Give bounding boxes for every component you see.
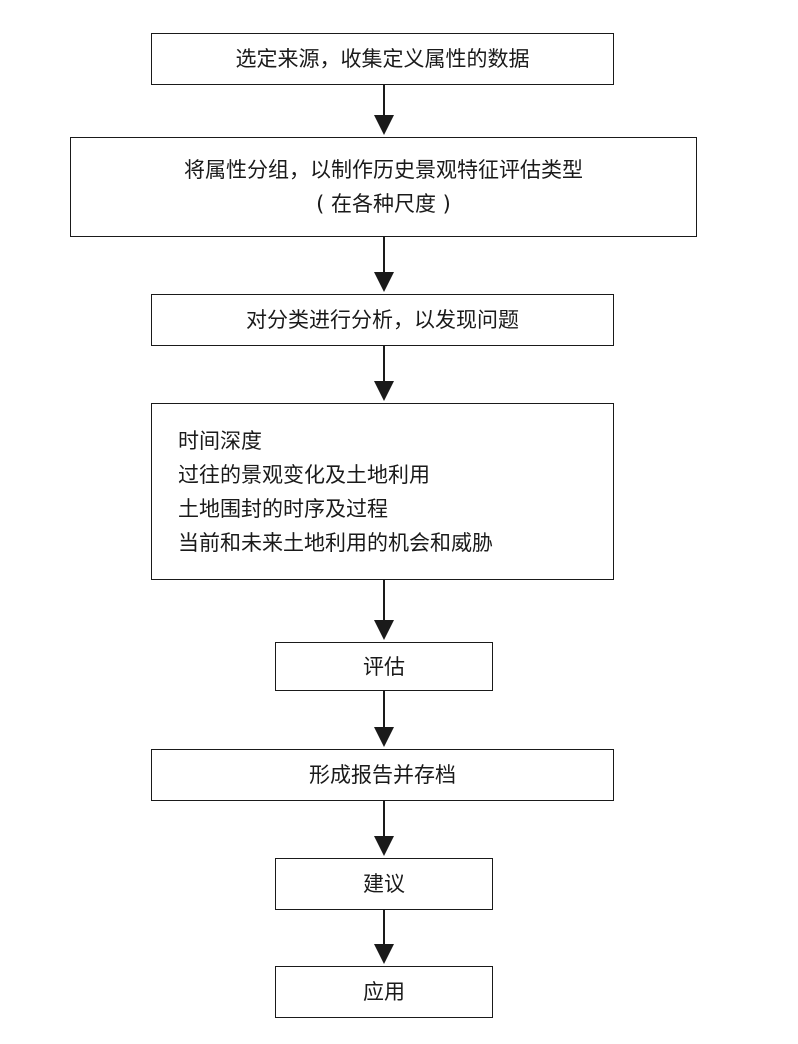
- arrowhead-1: [374, 115, 394, 135]
- step-apply: 应用: [275, 966, 493, 1018]
- step-issues-list: 时间深度 过往的景观变化及土地利用 土地围封的时序及过程 当前和未来土地利用的机…: [151, 403, 614, 580]
- step-analyze: 对分类进行分析，以发现问题: [151, 294, 614, 346]
- connector-2: [383, 237, 385, 272]
- arrowhead-6: [374, 836, 394, 856]
- step-recommend-label: 建议: [363, 872, 405, 896]
- step-collect-data: 选定来源，收集定义属性的数据: [151, 33, 614, 85]
- step-group-attributes-line1: 将属性分组，以制作历史景观特征评估类型: [184, 158, 583, 182]
- arrowhead-7: [374, 944, 394, 964]
- step-report-archive-label: 形成报告并存档: [309, 763, 456, 787]
- connector-7: [383, 910, 385, 944]
- connector-5: [383, 691, 385, 727]
- step-collect-data-label: 选定来源，收集定义属性的数据: [235, 47, 530, 71]
- arrowhead-5: [374, 727, 394, 747]
- connector-3: [383, 346, 385, 381]
- connector-4: [383, 580, 385, 620]
- arrowhead-2: [374, 272, 394, 292]
- step-report-archive: 形成报告并存档: [151, 749, 614, 801]
- step-analyze-label: 对分类进行分析，以发现问题: [246, 308, 519, 332]
- step-group-attributes-line2: ( 在各种尺度 ): [316, 192, 451, 216]
- arrowhead-4: [374, 620, 394, 640]
- issue-item: 时间深度: [178, 428, 262, 453]
- issue-item: 当前和未来土地利用的机会和威胁: [178, 530, 493, 555]
- issue-item: 过往的景观变化及土地利用: [178, 462, 430, 487]
- step-recommend: 建议: [275, 858, 493, 910]
- arrowhead-3: [374, 381, 394, 401]
- step-evaluate-label: 评估: [363, 654, 405, 679]
- step-group-attributes: 将属性分组，以制作历史景观特征评估类型 ( 在各种尺度 ): [70, 137, 697, 237]
- connector-1: [383, 85, 385, 115]
- step-apply-label: 应用: [363, 980, 405, 1004]
- step-evaluate: 评估: [275, 642, 493, 691]
- issue-item: 土地围封的时序及过程: [178, 496, 388, 521]
- connector-6: [383, 801, 385, 836]
